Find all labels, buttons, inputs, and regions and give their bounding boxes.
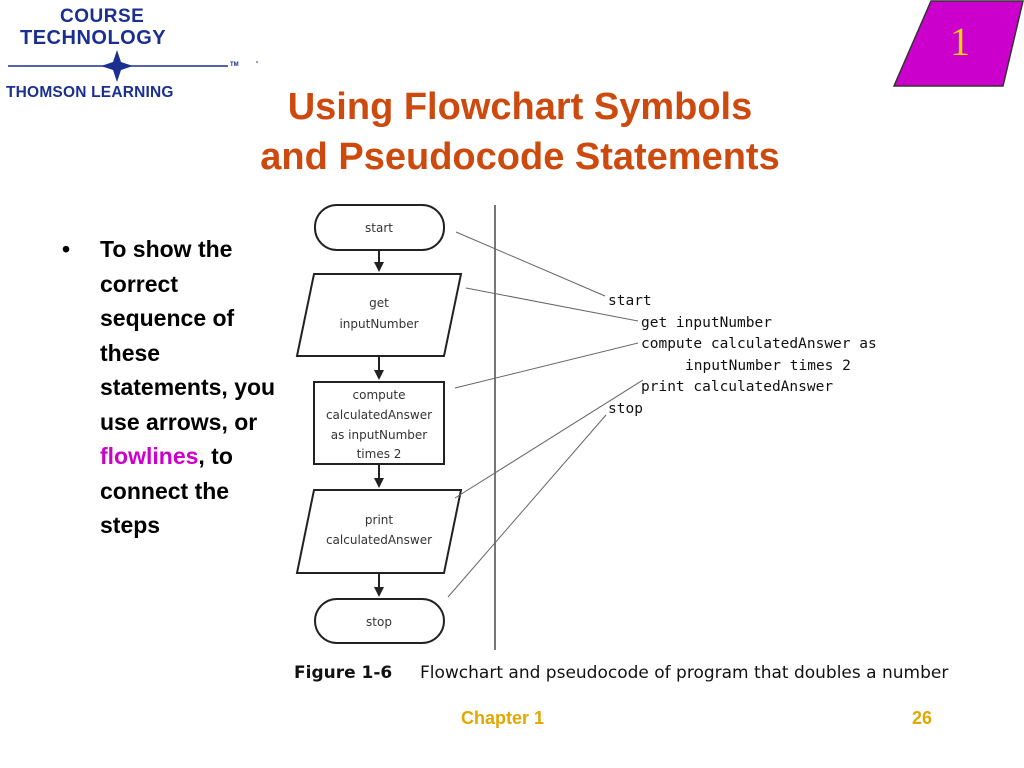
logo-line-course: COURSE xyxy=(60,6,145,27)
stop-label: stop xyxy=(366,615,392,629)
logo-trademark: TM xyxy=(230,62,239,68)
bullet-text-before: To show the correct sequence of these st… xyxy=(100,236,276,435)
pseudocode-line: stop xyxy=(608,401,643,417)
process-label-line-3: as inputNumber xyxy=(331,428,428,442)
connector-line xyxy=(465,287,639,322)
connector-line xyxy=(454,379,644,499)
figure-caption: Flowchart and pseudocode of program that… xyxy=(420,663,948,683)
connector-line xyxy=(447,414,607,598)
pseudocode-line: print calculatedAnswer xyxy=(641,379,833,395)
title-line-1: Using Flowchart Symbols xyxy=(287,86,753,128)
bullet-term-flowlines: flowlines xyxy=(100,443,199,469)
bullet-text: To show the correct sequence of these st… xyxy=(100,232,280,543)
output-parallelogram xyxy=(295,489,463,574)
figure-number: Figure 1-6 xyxy=(294,663,392,683)
connector-line xyxy=(454,342,639,389)
logo-line-thomson: THOMSON LEARNING xyxy=(6,84,174,101)
pseudocode-line: compute calculatedAnswer as xyxy=(641,336,877,352)
footer-page-number: 26 xyxy=(912,708,933,728)
chapter-badge xyxy=(893,0,1024,87)
connector-line xyxy=(455,231,606,297)
title-line-2: and Pseudocode Statements xyxy=(260,136,780,178)
logo-star-line xyxy=(8,50,258,82)
logo-line-technology: TECHNOLOGY xyxy=(20,27,167,49)
bullet-marker: • xyxy=(62,236,71,262)
output-label-line-1: print xyxy=(365,513,393,527)
output-label-line-2: calculatedAnswer xyxy=(326,533,432,547)
process-label-line-4: times 2 xyxy=(357,447,402,461)
start-label: start xyxy=(365,221,393,235)
connector-lines xyxy=(447,231,644,598)
stop-terminal xyxy=(314,598,445,644)
input-label-line-1: get xyxy=(369,296,389,310)
bullet-text-after: , to connect the steps xyxy=(100,443,233,538)
chapter-badge-number: 1 xyxy=(950,19,970,64)
process-rectangle xyxy=(313,381,445,465)
slide-title: Using Flowchart Symbols and Pseudocode S… xyxy=(150,82,890,182)
pseudocode-line: inputNumber times 2 xyxy=(685,358,851,374)
pseudocode-line: start xyxy=(608,293,652,309)
pseudocode-line: get inputNumber xyxy=(641,315,772,331)
input-label-line-2: inputNumber xyxy=(339,317,418,331)
process-label-line-2: calculatedAnswer xyxy=(326,408,432,422)
publisher-logo: COURSE TECHNOLOGY TM THOMSON LEARNING xyxy=(0,0,260,110)
input-parallelogram xyxy=(295,273,463,357)
footer-chapter: Chapter 1 xyxy=(461,708,545,728)
process-label-line-1: compute xyxy=(353,388,406,402)
